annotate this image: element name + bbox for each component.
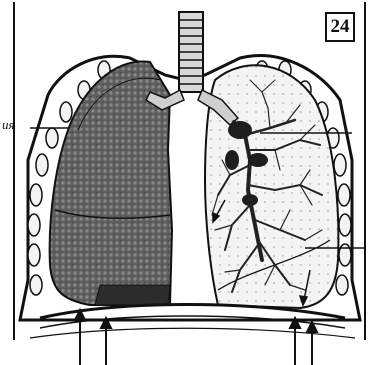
rib-icon: [30, 184, 42, 206]
rib-icon: [339, 214, 351, 236]
rib-icon: [28, 214, 40, 236]
rib-icon: [46, 128, 58, 148]
left-label: ия: [2, 117, 15, 133]
trachea-icon: [179, 12, 203, 92]
diaphragm-base: [30, 328, 355, 338]
rib-icon: [30, 275, 42, 295]
rib-icon: [60, 102, 72, 122]
figure-number: 24: [325, 12, 355, 42]
rib-icon: [338, 184, 350, 206]
left-lower-lobe: [95, 285, 170, 305]
rib-icon: [336, 275, 348, 295]
rib-icon: [28, 244, 40, 266]
rib-icon: [334, 154, 346, 176]
rib-icon: [36, 154, 48, 176]
